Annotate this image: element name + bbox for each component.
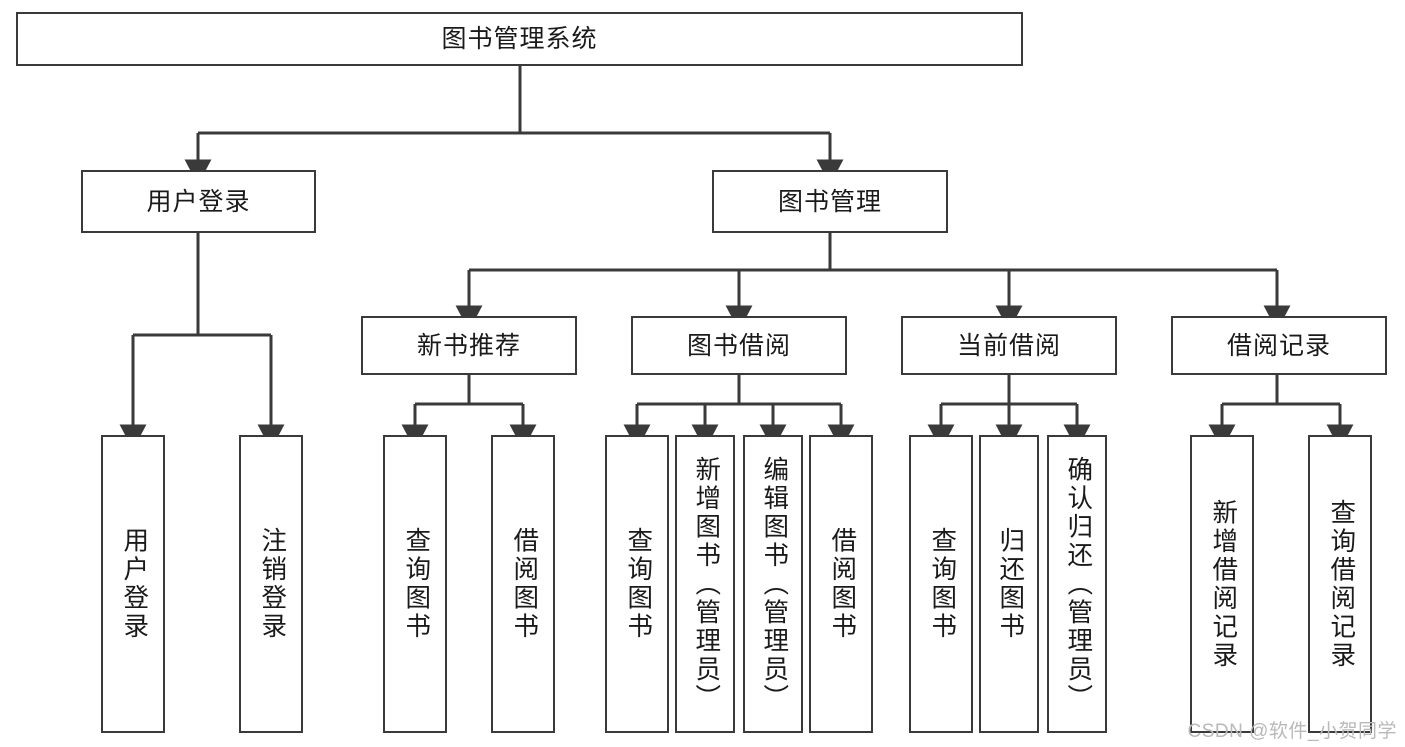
node-leaf-borrow-book-2-label: 借阅图书 [827, 527, 856, 641]
node-leaf-user-logout-label: 注销登录 [257, 527, 286, 641]
node-leaf-add-record-label: 新增借阅记录 [1208, 498, 1237, 670]
node-new-book-recommend-label: 新书推荐 [416, 331, 521, 360]
node-book-borrow[interactable]: 图书借阅 [631, 316, 847, 375]
node-leaf-query-book-1[interactable]: 查询图书 [383, 435, 447, 733]
node-leaf-query-book-3-label: 查询图书 [927, 527, 956, 641]
node-leaf-user-login-label: 用户登录 [119, 527, 148, 641]
watermark: CSDN @软件_小贺同学 [1187, 721, 1397, 742]
node-leaf-query-record[interactable]: 查询借阅记录 [1308, 435, 1372, 733]
node-user-login[interactable]: 用户登录 [81, 170, 316, 233]
node-current-borrow[interactable]: 当前借阅 [901, 316, 1117, 375]
node-borrow-records[interactable]: 借阅记录 [1171, 316, 1387, 375]
node-leaf-add-record[interactable]: 新增借阅记录 [1190, 435, 1254, 733]
node-leaf-query-book-3[interactable]: 查询图书 [909, 435, 973, 733]
node-leaf-edit-book-label: 编辑图书（管理员） [759, 455, 788, 713]
node-leaf-borrow-book-1[interactable]: 借阅图书 [491, 435, 555, 733]
node-leaf-confirm-return-label: 确认归还（管理员） [1063, 455, 1092, 713]
node-leaf-return-book[interactable]: 归还图书 [979, 435, 1039, 733]
node-leaf-return-book-label: 归还图书 [995, 527, 1024, 641]
node-leaf-user-login[interactable]: 用户登录 [101, 435, 165, 733]
node-leaf-query-book-2[interactable]: 查询图书 [605, 435, 669, 733]
node-book-management[interactable]: 图书管理 [712, 170, 948, 233]
node-leaf-edit-book[interactable]: 编辑图书（管理员） [743, 435, 803, 733]
node-leaf-borrow-book-2[interactable]: 借阅图书 [809, 435, 873, 733]
node-leaf-confirm-return[interactable]: 确认归还（管理员） [1047, 435, 1107, 733]
node-leaf-borrow-book-1-label: 借阅图书 [509, 527, 538, 641]
node-borrow-records-label: 借阅记录 [1226, 331, 1331, 360]
node-new-book-recommend[interactable]: 新书推荐 [361, 316, 577, 375]
node-user-login-label: 用户登录 [146, 187, 251, 216]
node-leaf-add-book[interactable]: 新增图书（管理员） [675, 435, 735, 733]
node-leaf-add-book-label: 新增图书（管理员） [691, 455, 720, 713]
node-leaf-query-record-label: 查询借阅记录 [1326, 498, 1355, 670]
node-book-management-label: 图书管理 [777, 187, 882, 216]
node-leaf-query-book-2-label: 查询图书 [623, 527, 652, 641]
node-leaf-query-book-1-label: 查询图书 [401, 527, 430, 641]
node-root[interactable]: 图书管理系统 [16, 12, 1023, 66]
node-current-borrow-label: 当前借阅 [956, 331, 1061, 360]
node-book-borrow-label: 图书借阅 [686, 331, 791, 360]
node-leaf-user-logout[interactable]: 注销登录 [239, 435, 303, 733]
node-root-label: 图书管理系统 [441, 25, 598, 53]
